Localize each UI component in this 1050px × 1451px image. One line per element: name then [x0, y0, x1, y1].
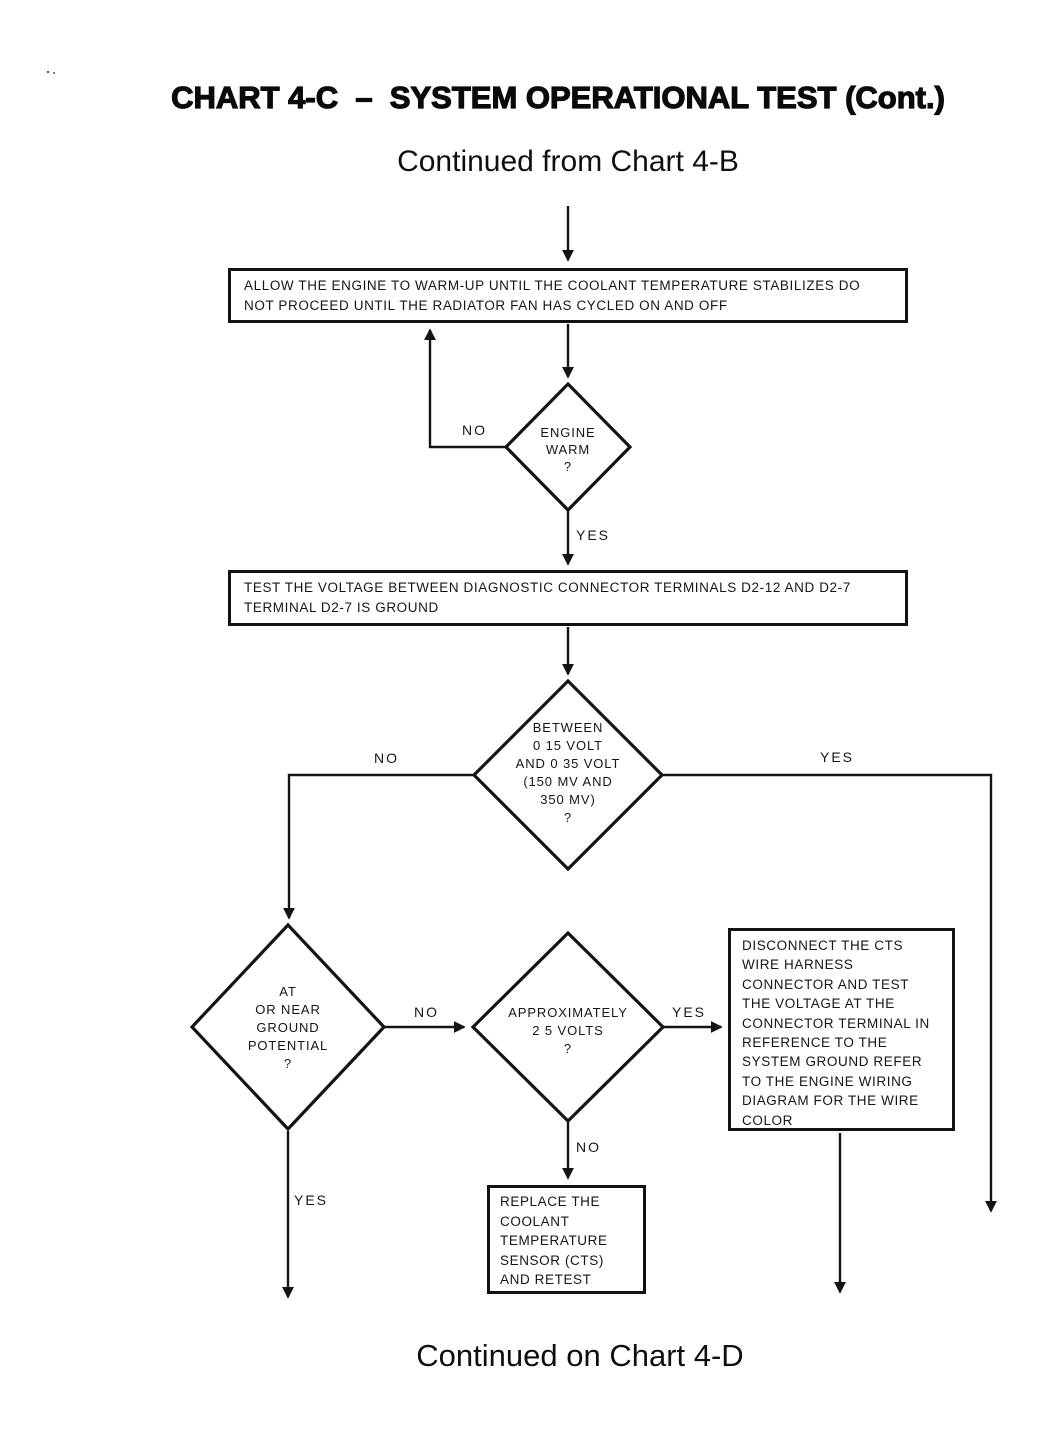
edge-label-ground-potential-yes: YES: [294, 1192, 329, 1208]
process-box-warm-up-text: ALLOW THE ENGINE TO WARM-UP UNTIL THE CO…: [244, 278, 861, 313]
edge-label-engine-warm-no: NO: [462, 422, 487, 438]
edge-label-approx-yes: YES: [672, 1004, 707, 1020]
process-box-test-voltage: TEST THE VOLTAGE BETWEEN DIAGNOSTIC CONN…: [228, 570, 908, 626]
edge-engine-warm-no-loop: [424, 328, 506, 449]
decision-approx-2-5-volts-shape: [470, 930, 666, 1124]
edge-label-approx-no: NO: [576, 1139, 601, 1155]
continued-from-label: Continued from Chart 4-B: [397, 145, 739, 178]
decision-ground-potential-shape: [189, 922, 387, 1132]
edge-range-no: [283, 773, 474, 920]
edge-range-yes: [662, 773, 997, 1213]
edge-label-ground-potential-no: NO: [414, 1004, 439, 1020]
decision-voltage-range-shape: [471, 678, 665, 872]
chart-title: CHART 4-C – SYSTEM OPERATIONAL TEST (Con…: [170, 79, 945, 115]
edge-label-engine-warm-yes: YES: [576, 527, 611, 543]
decision-engine-warm-shape: [503, 381, 633, 513]
process-box-warm-up: ALLOW THE ENGINE TO WARM-UP UNTIL THE CO…: [228, 268, 908, 323]
continued-on-label: Continued on Chart 4-D: [416, 1338, 744, 1373]
edge-label-voltage-range-yes: YES: [820, 749, 855, 765]
edge-label-voltage-range-no: NO: [374, 750, 399, 766]
process-box-test-voltage-text: TEST THE VOLTAGE BETWEEN DIAGNOSTIC CONN…: [244, 580, 851, 615]
scan-artifact: [46, 71, 56, 74]
